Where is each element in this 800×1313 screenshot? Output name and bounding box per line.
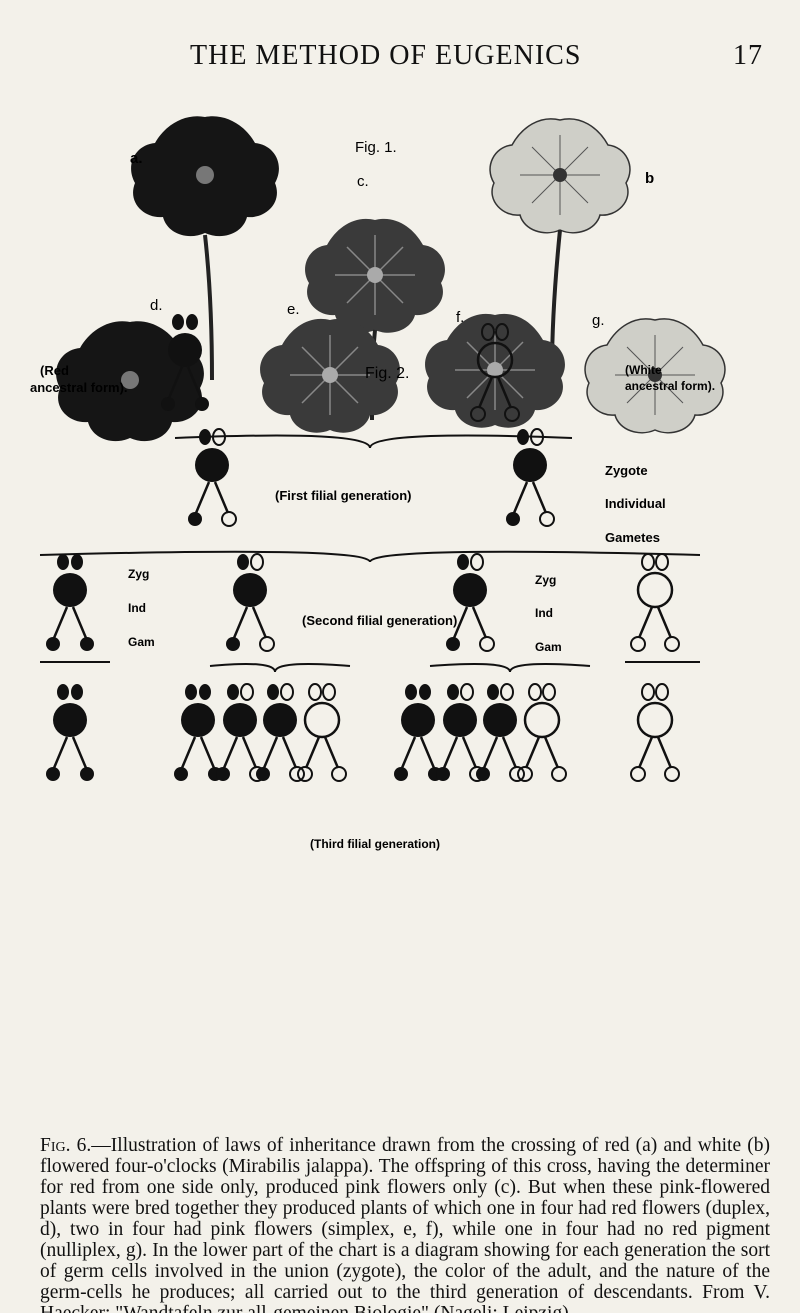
f3-row	[44, 682, 681, 783]
letter-g: g.	[592, 312, 605, 329]
page-number: 17	[733, 40, 763, 71]
f1-brace	[39, 550, 701, 563]
gam-label-right: Gam	[535, 640, 562, 654]
fig1-flowers	[56, 116, 726, 442]
letter-f: f.	[456, 309, 464, 326]
inheritance-figure: Fig. 1. Fig. 2. a. b c. d. e. f. g. (Red…	[30, 116, 726, 851]
flower-c	[304, 218, 446, 334]
running-title: THE METHOD OF EUGENICS	[190, 40, 582, 71]
flower-b	[489, 118, 631, 234]
fig2-label: Fig. 2.	[365, 365, 409, 382]
first-filial-label: (First filial generation)	[275, 488, 412, 503]
letter-e: e.	[287, 301, 300, 318]
caption-fig-ref: Fig. 6.	[40, 1135, 92, 1156]
letter-b: b	[645, 170, 654, 187]
parents-brace	[174, 434, 573, 449]
figure-caption: Fig. 6.—Illustration of laws of inherita…	[40, 1135, 770, 1313]
f1-individual-right	[504, 427, 556, 528]
white-form-label-2: ancestral form).	[625, 379, 715, 393]
f2-pink-2	[444, 552, 496, 653]
zygote-label: Zygote	[605, 463, 648, 478]
red-form-label-2: ancestral form).	[30, 380, 128, 395]
second-filial-label: (Second filial generation)	[302, 613, 457, 628]
letter-c: c.	[357, 173, 369, 190]
f1-individual-left	[186, 427, 238, 528]
f2-white	[629, 552, 681, 653]
fig-labels: Fig. 1. Fig. 2. a. b c. d. e. f. g. (Red…	[30, 139, 715, 395]
zyg-label-right: Zyg	[535, 573, 556, 587]
letter-d: d.	[150, 297, 163, 314]
zyg-label-left: Zyg	[128, 567, 149, 581]
flower-f	[424, 313, 566, 429]
caption-text: —Illustration of laws of inheritance dra…	[40, 1135, 770, 1313]
f2-pink-1	[224, 552, 276, 653]
fig1-label: Fig. 1.	[355, 139, 397, 156]
flower-a	[131, 116, 279, 237]
individual-label: Individual	[605, 496, 666, 511]
f2-red	[44, 552, 96, 653]
ind-label-right: Ind	[535, 606, 553, 620]
gam-label-left: Gam	[128, 635, 155, 649]
third-filial-label: (Third filial generation)	[310, 837, 440, 851]
letter-a: a.	[130, 150, 143, 167]
f2-braces	[40, 661, 700, 673]
gametes-label: Gametes	[605, 530, 660, 545]
running-header: THE METHOD OF EUGENICS 17	[0, 40, 800, 80]
ind-label-left: Ind	[128, 601, 146, 615]
white-form-label-1: (White	[625, 363, 662, 377]
red-form-label-1: (Red	[40, 363, 69, 378]
